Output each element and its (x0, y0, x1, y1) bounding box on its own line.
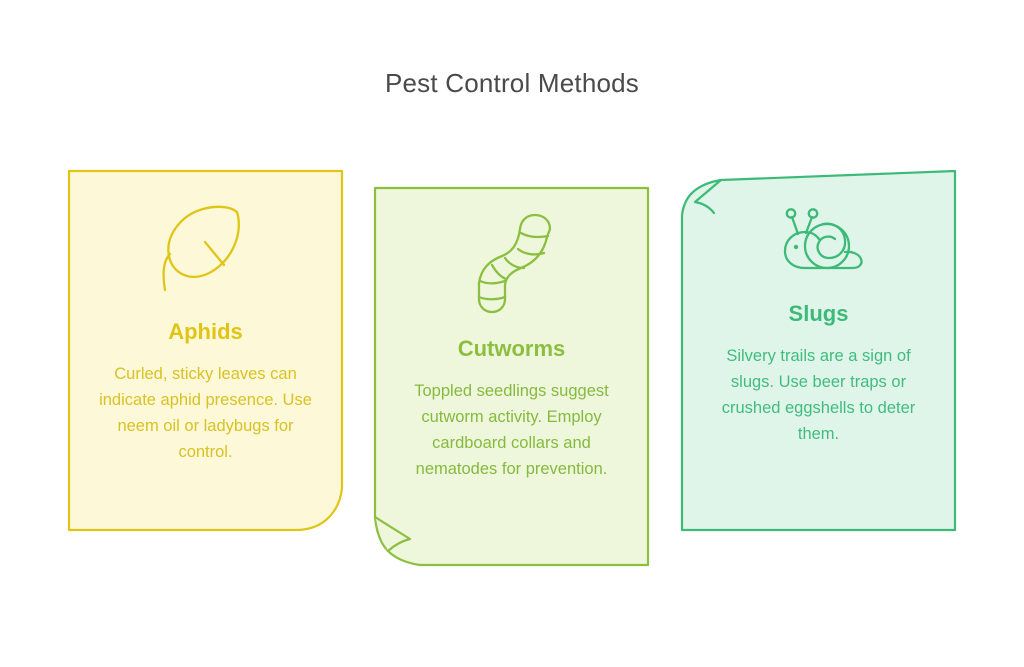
leaf-icon (158, 198, 254, 298)
card-slugs-body: Silvery trails are a sign of slugs. Use … (721, 347, 916, 444)
card-aphids[interactable]: Aphids Curled, sticky leaves can indicat… (67, 169, 344, 532)
card-aphids-heading: Aphids (168, 319, 243, 344)
card-slugs-shape (680, 169, 957, 532)
card-slugs[interactable]: Slugs Silvery trails are a sign of slugs… (680, 169, 957, 532)
page-title: Pest Control Methods (384, 68, 639, 98)
worm-icon (464, 211, 560, 315)
card-aphids-body: Curled, sticky leaves can indicate aphid… (99, 365, 312, 462)
snail-icon (767, 206, 871, 280)
card-cutworms-shape (373, 186, 650, 567)
card-cutworms[interactable]: Cutworms Toppled seedlings suggest cutwo… (373, 186, 650, 567)
card-cutworms-body: Toppled seedlings suggest cutworm activi… (414, 382, 609, 479)
card-aphids-shape (67, 169, 344, 532)
card-slugs-heading: Slugs (788, 301, 849, 326)
card-cutworms-heading: Cutworms (457, 336, 566, 361)
